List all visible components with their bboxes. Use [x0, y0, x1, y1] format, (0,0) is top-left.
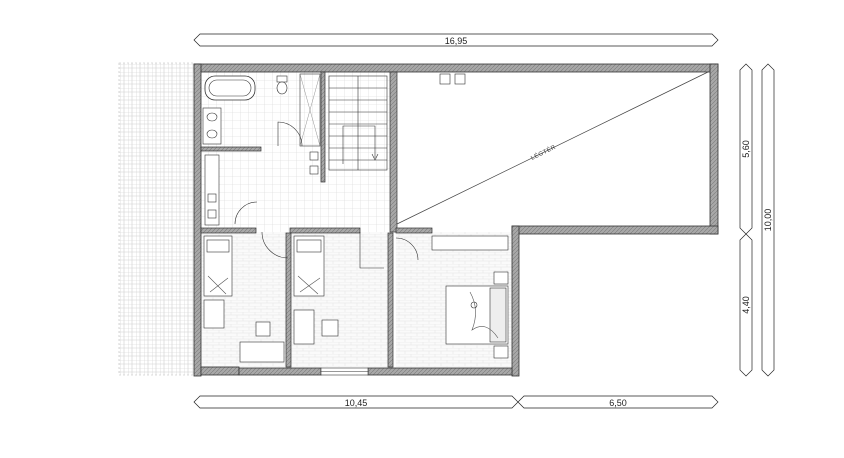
bathroom-door-swing	[277, 121, 303, 147]
dimension-lines	[193, 33, 775, 409]
nightstand-top	[493, 271, 509, 285]
closet-door-swing	[234, 201, 258, 225]
cabinet-left	[203, 299, 225, 329]
toilet	[276, 75, 288, 95]
shower	[299, 73, 321, 147]
desk-middle	[293, 309, 315, 345]
void-diagonal	[396, 71, 709, 225]
dim-upper-height: 5,60	[741, 140, 751, 158]
dim-lower-right-width: 6,50	[609, 398, 627, 408]
hall-door-swing-middle	[359, 232, 384, 269]
desk-left	[239, 341, 285, 363]
bed-middle	[293, 235, 325, 297]
dim-overall-height: 10,00	[763, 209, 773, 232]
dim-lower-height: 4,40	[741, 296, 751, 314]
exterior-walls	[193, 63, 719, 377]
bed-left	[203, 235, 233, 297]
dim-lower-left-width: 10,45	[345, 398, 368, 408]
bathtub	[204, 75, 256, 101]
hall-door-swing-left	[261, 231, 289, 259]
closet	[204, 154, 220, 226]
socket-symbols	[207, 73, 466, 219]
terrace-roof-area	[118, 62, 195, 376]
chair-left	[255, 321, 271, 337]
staircase	[328, 75, 388, 171]
interior-walls	[200, 71, 433, 368]
double-bed	[445, 285, 509, 345]
dim-overall-width: 16,95	[445, 36, 468, 46]
double-sink	[202, 107, 222, 145]
wardrobe-right	[431, 235, 509, 251]
hall-door-swing-right	[395, 237, 419, 261]
chair-middle	[321, 319, 339, 337]
nightstand-bottom	[493, 345, 509, 359]
